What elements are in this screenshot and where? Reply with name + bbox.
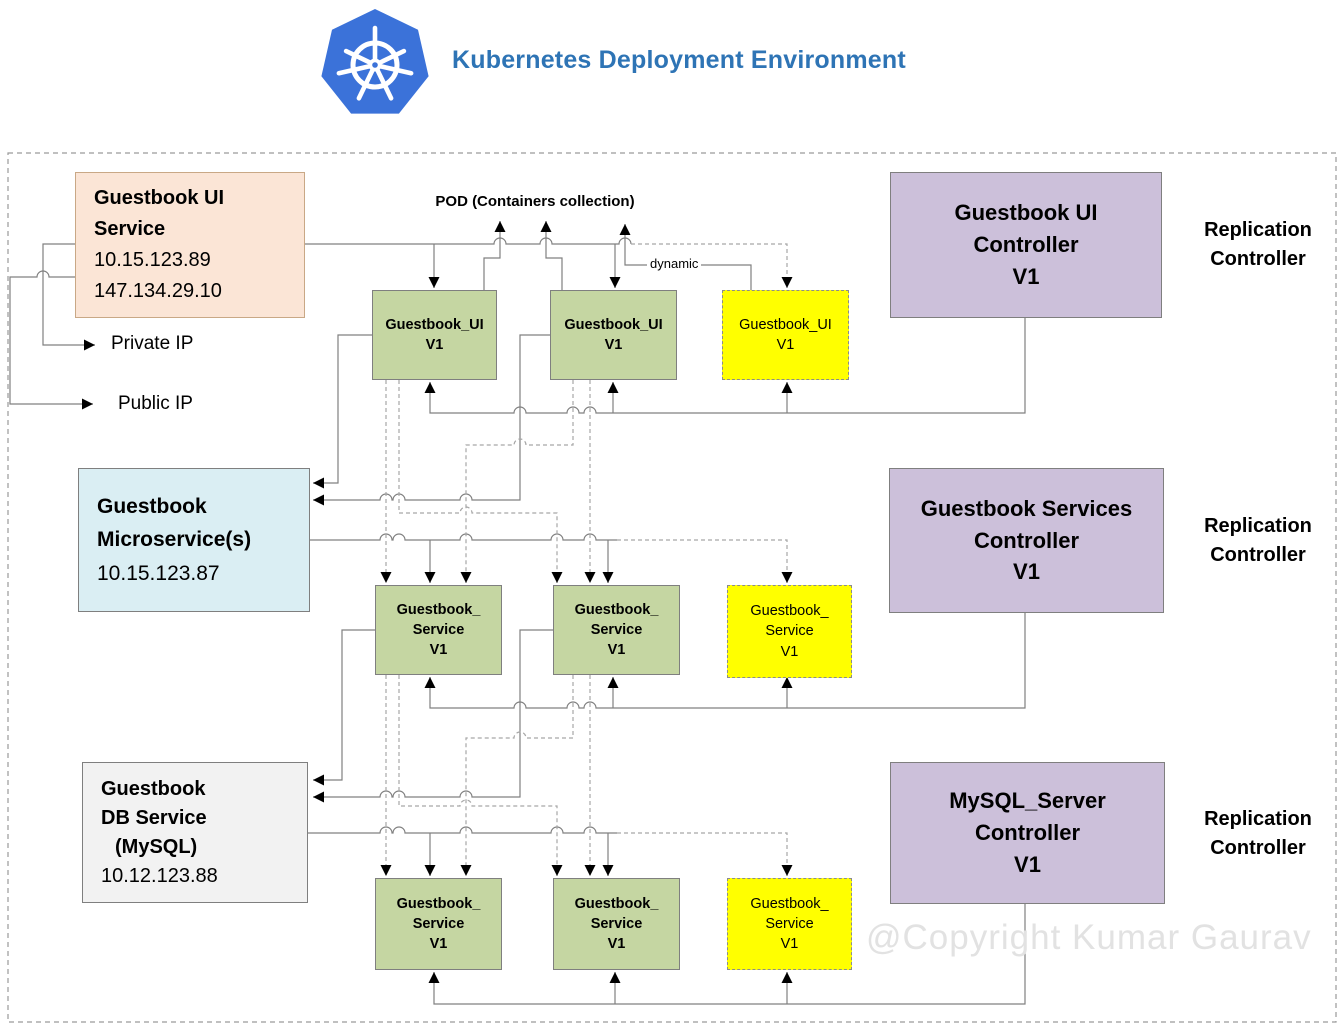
pod-name: Guestbook_UI (385, 316, 484, 333)
pod-version: V1 (607, 642, 626, 659)
pod-version: V1 (776, 337, 795, 353)
copyright-watermark: @Copyright Kumar Gaurav (866, 918, 1312, 957)
controller-version: V1 (1012, 263, 1040, 289)
guestbook-microservice-box: Guestbook Microservice(s) 10.15.123.87 (78, 468, 310, 612)
pod-collection-label: POD (Containers collection) (435, 193, 635, 210)
pod-box-guestbook-service-2: Guestbook_ Service V1 (553, 585, 680, 675)
mysql-server-controller-box: MySQL_Server Controller V1 (890, 762, 1165, 904)
pod-name: Guestbook_UI (564, 316, 663, 333)
service-name-line: Guestbook (101, 777, 206, 800)
pod-name: Guestbook_UI (739, 316, 832, 333)
pod-version: V1 (604, 337, 623, 353)
pod-version: V1 (780, 643, 799, 660)
pod-version: V1 (429, 642, 448, 659)
controller-name: Controller (973, 527, 1080, 553)
public-ip-label: Public IP (118, 393, 193, 414)
pod-name: Service (412, 621, 465, 638)
pod-box-guestbook-ui-1: Guestbook_UI V1 (372, 290, 497, 380)
controller-name: MySQL_Server (949, 788, 1106, 814)
pod-name: Service (412, 915, 465, 932)
service-name-line: Service (94, 218, 166, 240)
controller-name: Guestbook UI (954, 200, 1098, 226)
controller-version: V1 (1014, 851, 1041, 877)
pod-name: Guestbook_ (750, 603, 829, 620)
pod-box-guestbook-service-1: Guestbook_ Service V1 (375, 585, 502, 675)
pod-box-guestbook-service-dynamic-1: Guestbook_ Service V1 (727, 585, 852, 678)
pod-name: Guestbook_ (574, 895, 659, 912)
replication-controller-label-2: Replication Controller (1204, 515, 1312, 566)
pod-version: V1 (780, 936, 799, 953)
service-ip: 147.134.29.10 (94, 280, 222, 302)
pod-name: Service (590, 621, 643, 638)
guestbook-services-controller-box: Guestbook Services Controller V1 (889, 468, 1164, 613)
pod-version: V1 (425, 337, 444, 353)
pod-box-guestbook-service-3: Guestbook_ Service V1 (375, 878, 502, 970)
pod-name: Guestbook_ (396, 895, 481, 912)
service-name-line: (MySQL) (115, 835, 198, 858)
pod-box-guestbook-service-4: Guestbook_ Service V1 (553, 878, 680, 970)
pod-box-guestbook-service-dynamic-2: Guestbook_ Service V1 (727, 878, 852, 970)
pod-name: Guestbook_ (574, 601, 659, 618)
replication-controller-label-3: Replication Controller (1204, 808, 1312, 859)
guestbook-ui-controller-box: Guestbook UI Controller V1 (890, 172, 1162, 318)
pod-name: Service (765, 915, 814, 932)
controller-name: Controller (974, 820, 1081, 846)
controller-name: Guestbook Services (920, 495, 1133, 521)
service-name-line: Guestbook UI (94, 187, 225, 209)
guestbook-ui-service-box: Guestbook UI Service 10.15.123.89 147.13… (75, 172, 305, 318)
pod-name: Service (590, 915, 643, 932)
controller-name: Controller (973, 232, 1079, 258)
pod-box-guestbook-ui-dynamic: Guestbook_UI V1 (722, 290, 849, 380)
service-name-line: Microservice(s) (97, 528, 252, 552)
pod-name: Guestbook_ (396, 601, 481, 618)
pod-name: Service (765, 623, 814, 640)
service-name-line: DB Service (101, 806, 207, 829)
service-ip: 10.15.123.87 (97, 561, 220, 585)
service-name-line: Guestbook (97, 494, 207, 518)
guestbook-db-service-box: Guestbook DB Service (MySQL) 10.12.123.8… (82, 762, 308, 903)
service-ip: 10.12.123.88 (101, 864, 218, 887)
replication-controller-label-1: Replication Controller (1204, 219, 1312, 270)
page-title: Kubernetes Deployment Environment (452, 46, 906, 74)
pod-version: V1 (607, 936, 626, 953)
private-ip-label: Private IP (111, 333, 194, 354)
kubernetes-logo-icon (318, 6, 433, 121)
controller-version: V1 (1013, 559, 1040, 585)
pod-name: Guestbook_ (750, 895, 829, 912)
pod-version: V1 (429, 936, 448, 953)
dynamic-label: dynamic (647, 256, 702, 271)
service-ip: 10.15.123.89 (94, 249, 211, 271)
pod-box-guestbook-ui-2: Guestbook_UI V1 (550, 290, 677, 380)
